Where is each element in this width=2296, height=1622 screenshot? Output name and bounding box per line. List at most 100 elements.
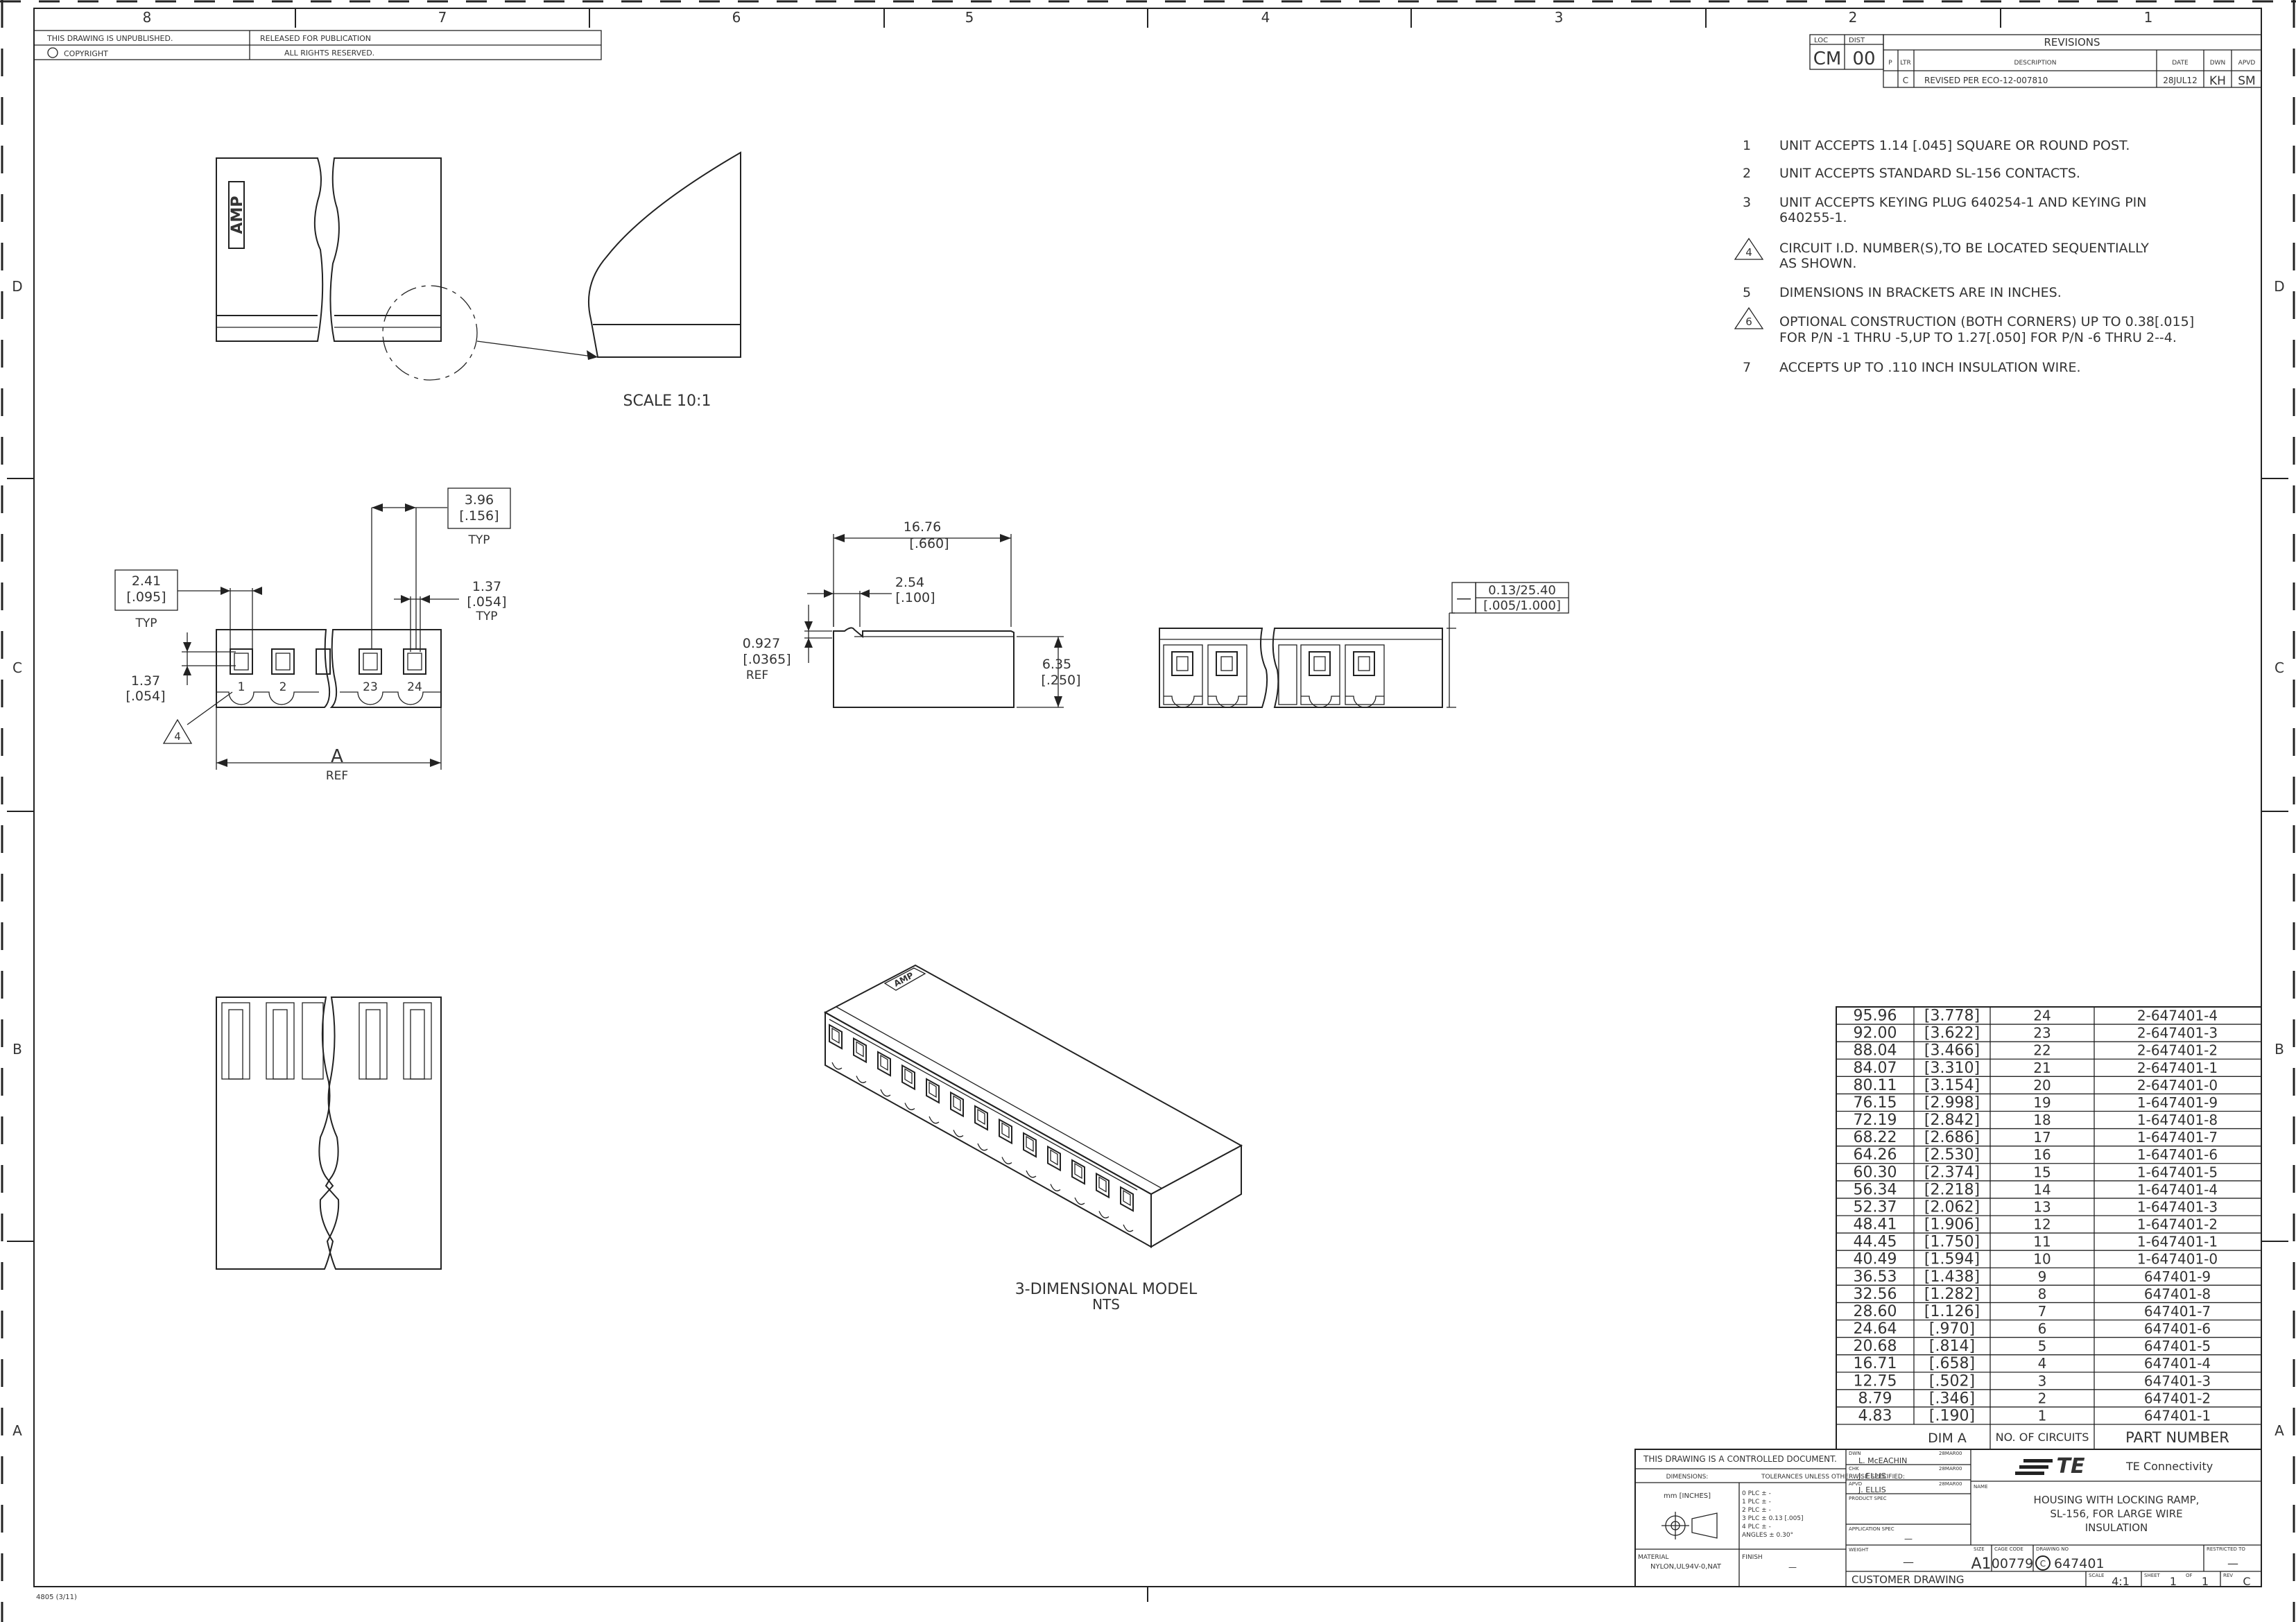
pt-part-number: 2-647401-1 <box>2137 1060 2218 1076</box>
dim-0927-ref: REF <box>746 668 768 682</box>
zone-labels-top: 8 7 6 5 4 3 2 1 <box>143 9 2153 26</box>
released-note: RELEASED FOR PUBLICATION <box>260 34 371 43</box>
pt-circuits: 13 <box>2033 1198 2051 1215</box>
note-4-flag-triangle <box>1734 237 1764 260</box>
pt-dim-mm: 92.00 <box>1854 1025 1897 1042</box>
pin-number-23: 23 <box>363 680 378 694</box>
note-6-line-1: OPTIONAL CONSTRUCTION (BOTH CORNERS) UP … <box>1779 314 2194 329</box>
pt-part-number: 647401-1 <box>2144 1407 2211 1424</box>
pin-number-24: 24 <box>407 680 422 694</box>
appvd-label: APVD <box>1849 1481 1862 1487</box>
pt-dim-mm: 32.56 <box>1854 1286 1897 1303</box>
model-contact-window <box>1120 1186 1134 1212</box>
pt-part-number: 647401-3 <box>2144 1372 2211 1389</box>
detail-view-scale-10-1: SCALE 10:1 <box>476 151 741 410</box>
model-contact-window <box>926 1078 940 1104</box>
form-number: 4805 (3/11) <box>36 1594 77 1601</box>
pt-dim-in: [.970] <box>1929 1320 1975 1338</box>
pt-circuits: 10 <box>2033 1251 2051 1268</box>
zone-col-2: 2 <box>1849 9 1858 26</box>
pt-part-number: 2-647401-4 <box>2137 1008 2218 1024</box>
material-value: NYLON,UL94V-0,NAT <box>1650 1563 1722 1571</box>
detail-circle <box>382 285 478 381</box>
rear-view: — 0.13/25.40 [.005/1.000] <box>1159 582 1569 708</box>
model-bottom-notch <box>953 1130 964 1137</box>
pt-circuits: 16 <box>2033 1146 2051 1163</box>
rev-col-dwn: DWN <box>2210 60 2226 67</box>
note-4-line-2: AS SHOWN. <box>1779 256 1856 271</box>
dim-241-in: [.095] <box>126 589 166 605</box>
zone-col-1: 1 <box>2144 9 2153 26</box>
dim-137h-in: [.054] <box>467 594 506 610</box>
cage-code-value: 00779 <box>1992 1556 2033 1571</box>
zone-row-b-left: B <box>12 1041 22 1058</box>
note-3-line-2: 640255-1. <box>1779 210 1847 225</box>
top-view: AMP <box>216 157 478 381</box>
pt-dim-mm: 20.68 <box>1854 1338 1897 1355</box>
pt-circuits: 20 <box>2033 1077 2051 1094</box>
title-line-3: INSULATION <box>2085 1521 2148 1534</box>
pt-dim-mm: 4.83 <box>1858 1407 1892 1424</box>
note-5-num: 5 <box>1743 285 1751 300</box>
pt-part-number: 1-647401-6 <box>2137 1146 2218 1163</box>
note-7-line-1: ACCEPTS UP TO .110 INCH INSULATION WIRE. <box>1779 360 2081 375</box>
model-contact-window-inner <box>977 1108 985 1125</box>
pt-dim-in: [3.154] <box>1924 1077 1980 1094</box>
pt-circuits: 12 <box>2033 1216 2051 1233</box>
model-contact-window <box>901 1064 915 1091</box>
tolerances-label: TOLERANCES UNLESS OTHERWISE SPECIFIED: <box>1761 1474 1905 1481</box>
dwn-name: L. McEACHIN <box>1858 1456 1907 1465</box>
pt-circuits: 2 <box>2038 1390 2047 1406</box>
company-name: TE Connectivity <box>2125 1460 2213 1473</box>
pt-dim-in: [2.842] <box>1924 1112 1980 1129</box>
tolerance-line-6: ANGLES ± 0.30° <box>1742 1532 1793 1539</box>
appvd-name: J. ELLIS <box>1858 1485 1886 1494</box>
pt-circuits: 1 <box>2038 1407 2047 1424</box>
drawing-no-value: 647401 <box>2054 1556 2105 1571</box>
pt-dim-in: [.346] <box>1929 1390 1975 1407</box>
model-contact-window <box>877 1051 891 1077</box>
pt-dim-in: [.190] <box>1929 1407 1975 1424</box>
model-contact-window <box>1071 1159 1085 1185</box>
pt-dim-mm: 68.22 <box>1854 1129 1897 1146</box>
model-bottom-notch <box>1001 1157 1012 1164</box>
zone-row-c-right: C <box>2275 659 2284 676</box>
size-value: A1 <box>1971 1555 1991 1573</box>
weight-label: WEIGHT <box>1849 1547 1869 1553</box>
note-6-line-2: FOR P/N -1 THRU -5,UP TO 1.27[.050] FOR … <box>1779 330 2177 345</box>
zone-row-b-right: B <box>2275 1041 2284 1058</box>
unpublished-note: THIS DRAWING IS UNPUBLISHED. <box>46 34 173 43</box>
pt-header-part-number: PART NUMBER <box>2125 1429 2229 1446</box>
model-bottom-notch <box>1050 1184 1061 1191</box>
pt-part-number: 647401-5 <box>2144 1338 2211 1354</box>
model-contact-window <box>974 1105 988 1131</box>
rear-contact-cells <box>1163 644 1385 708</box>
drawing-no-label: DRAWING NO <box>2036 1546 2069 1552</box>
material-label: MATERIAL <box>1638 1554 1669 1561</box>
pt-circuits: 11 <box>2033 1234 2051 1250</box>
pt-part-number: 647401-4 <box>2144 1355 2211 1372</box>
name-label: NAME <box>1974 1484 1988 1490</box>
dim-pitch-mm: 3.96 <box>465 492 494 508</box>
third-angle-projection-icon <box>1661 1512 1718 1539</box>
pt-part-number: 2-647401-3 <box>2137 1025 2218 1042</box>
pt-dim-in: [2.998] <box>1924 1094 1980 1112</box>
model-bottom-notch <box>977 1143 988 1151</box>
model-contact-window-inner <box>904 1068 913 1085</box>
controlled-document: THIS DRAWING IS A CONTROLLED DOCUMENT. <box>1643 1454 1837 1464</box>
rev-col-description: DESCRIPTION <box>2014 60 2057 67</box>
pt-circuits: 8 <box>2038 1286 2047 1302</box>
pt-dim-mm: 56.34 <box>1854 1181 1897 1198</box>
pt-dim-mm: 40.49 <box>1854 1251 1897 1268</box>
zone-row-d-left: D <box>12 278 22 295</box>
sheet-label: SHEET <box>2144 1573 2161 1578</box>
chk-date: 28MAR00 <box>1939 1466 1962 1472</box>
isometric-model: AMP 3-DIMENSIONAL MODEL NTS <box>823 964 1243 1313</box>
pt-dim-in: [1.282] <box>1924 1286 1980 1303</box>
dim-635-mm: 6.35 <box>1042 657 1071 672</box>
pt-circuits: 4 <box>2038 1355 2047 1372</box>
rev-col-ltr: LTR <box>1900 60 1911 67</box>
notes-block: 1 UNIT ACCEPTS 1.14 [.045] SQUARE OR ROU… <box>1734 138 2194 375</box>
pt-dim-in: [1.750] <box>1924 1234 1980 1251</box>
